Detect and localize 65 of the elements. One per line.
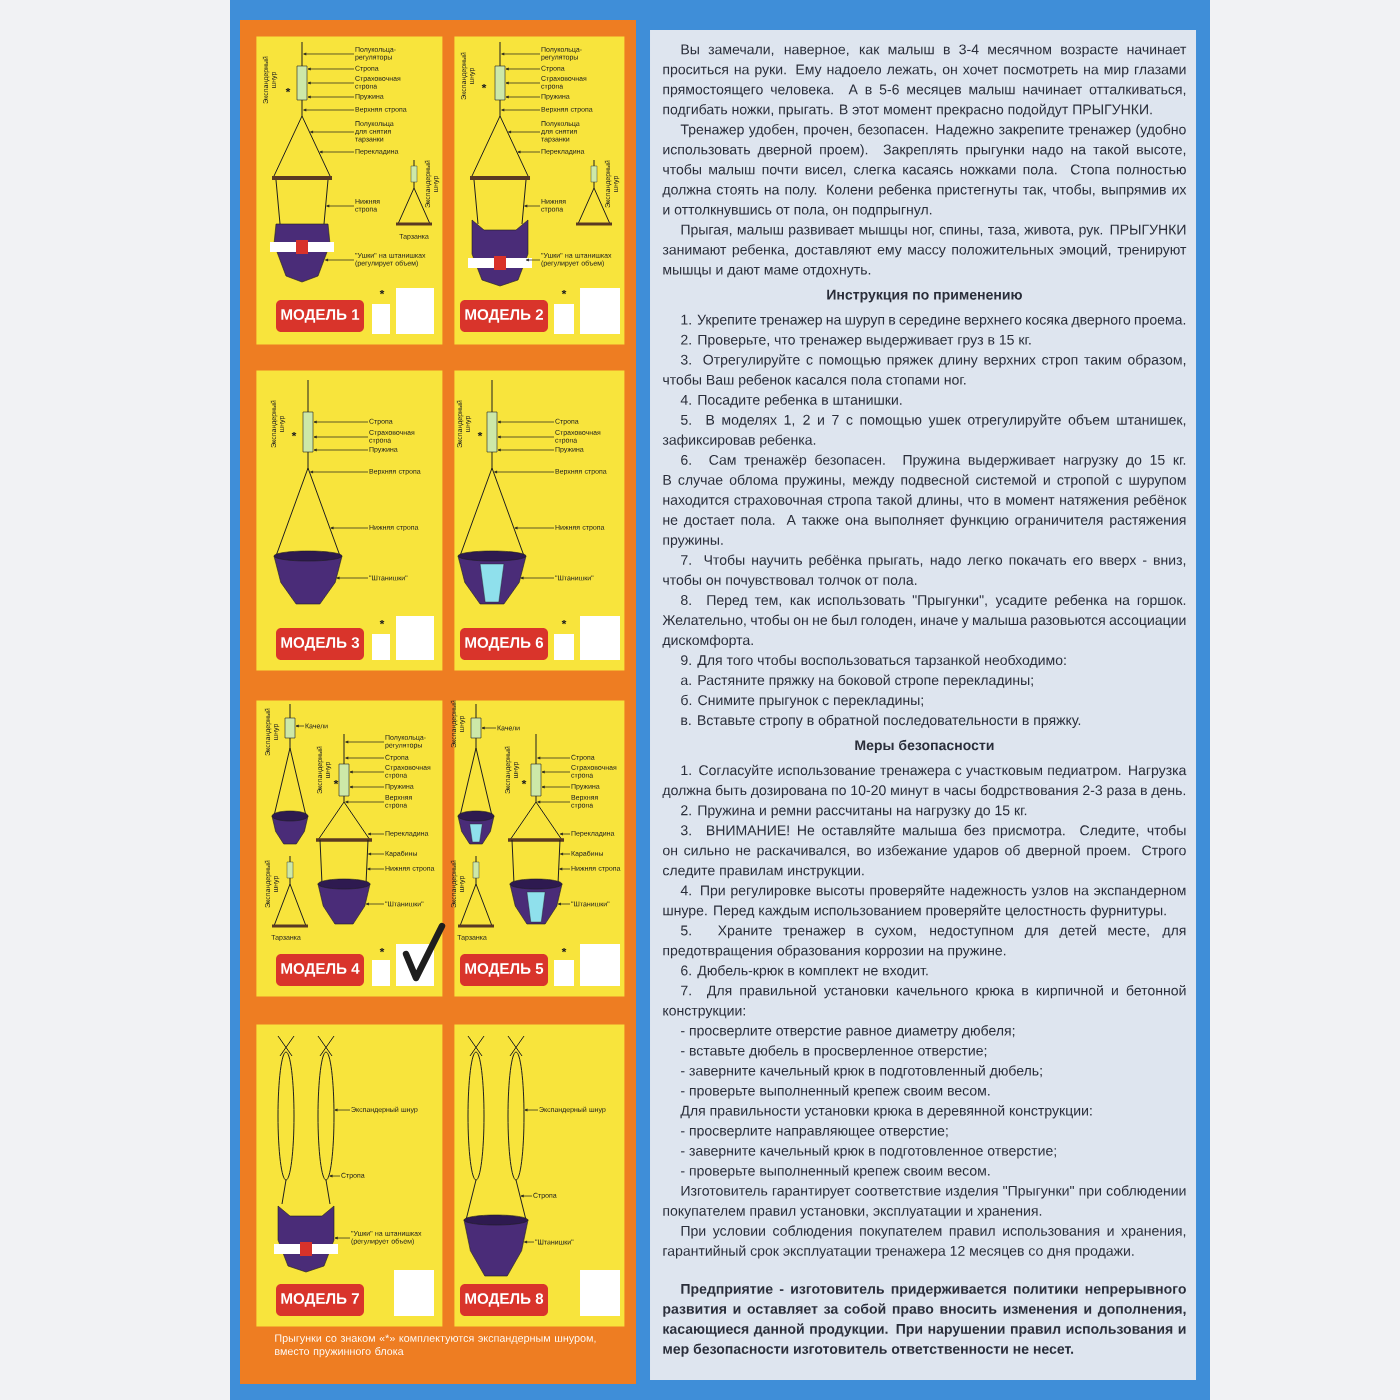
leader-line (367, 867, 385, 871)
leader-line (367, 832, 385, 836)
leader-line (497, 435, 555, 439)
leader-line (505, 95, 541, 99)
leader-line (501, 108, 541, 112)
leader-line (501, 52, 541, 56)
leader-line (524, 1240, 535, 1244)
leader-line (494, 470, 555, 474)
jumper-drawing (457, 379, 527, 605)
leader-line (541, 785, 571, 789)
jumper-drawing (457, 703, 495, 845)
leader-line (307, 81, 355, 85)
leader-line (330, 526, 369, 530)
leader-line (517, 150, 541, 154)
leader-line (524, 204, 541, 208)
leader-line (505, 67, 541, 71)
jumper-drawing (274, 1035, 338, 1273)
leader-line (365, 902, 385, 906)
jumper-drawing (463, 1035, 529, 1277)
leader-line (345, 740, 385, 744)
leader-line (313, 448, 369, 452)
jumper-drawing (273, 379, 343, 605)
leader-line (560, 852, 571, 856)
leader-line (326, 204, 355, 208)
leader-line (329, 1174, 341, 1178)
leader-line (349, 785, 385, 789)
leader-line (313, 435, 369, 439)
leader-line (520, 1194, 533, 1198)
leader-line (481, 726, 497, 730)
leader-line (541, 770, 571, 774)
jumper-drawing (508, 733, 564, 925)
jumper-drawing (316, 733, 372, 925)
leader-line (497, 420, 555, 424)
leader-line (537, 800, 571, 804)
leader-line (497, 448, 555, 452)
leader-line (303, 108, 355, 112)
leader-line (303, 52, 355, 56)
leader-line (345, 756, 385, 760)
leader-line (525, 258, 541, 262)
leader-line (537, 756, 571, 760)
leader-line (307, 95, 355, 99)
jumper-drawing (468, 41, 532, 287)
leader-line (559, 832, 571, 836)
leader-line (295, 724, 305, 728)
leader-line (524, 1108, 539, 1112)
leader-line (319, 150, 355, 154)
leader-line (514, 526, 555, 530)
leader-line (349, 770, 385, 774)
leader-line (334, 1236, 351, 1240)
leader-line (336, 576, 369, 580)
leader-line (334, 1108, 351, 1112)
leader-line (557, 902, 571, 906)
leader-line (345, 800, 385, 804)
leader-line (310, 470, 369, 474)
leader-line (307, 67, 355, 71)
leader-line (508, 130, 541, 134)
jumper-drawing (271, 703, 309, 845)
leader-line (313, 420, 369, 424)
jumper-drawing (270, 41, 334, 283)
leader-line (505, 81, 541, 85)
leader-line (520, 576, 555, 580)
leader-line (325, 258, 355, 262)
leader-line (368, 852, 385, 856)
leader-line (310, 130, 355, 134)
leader-line (559, 867, 571, 871)
